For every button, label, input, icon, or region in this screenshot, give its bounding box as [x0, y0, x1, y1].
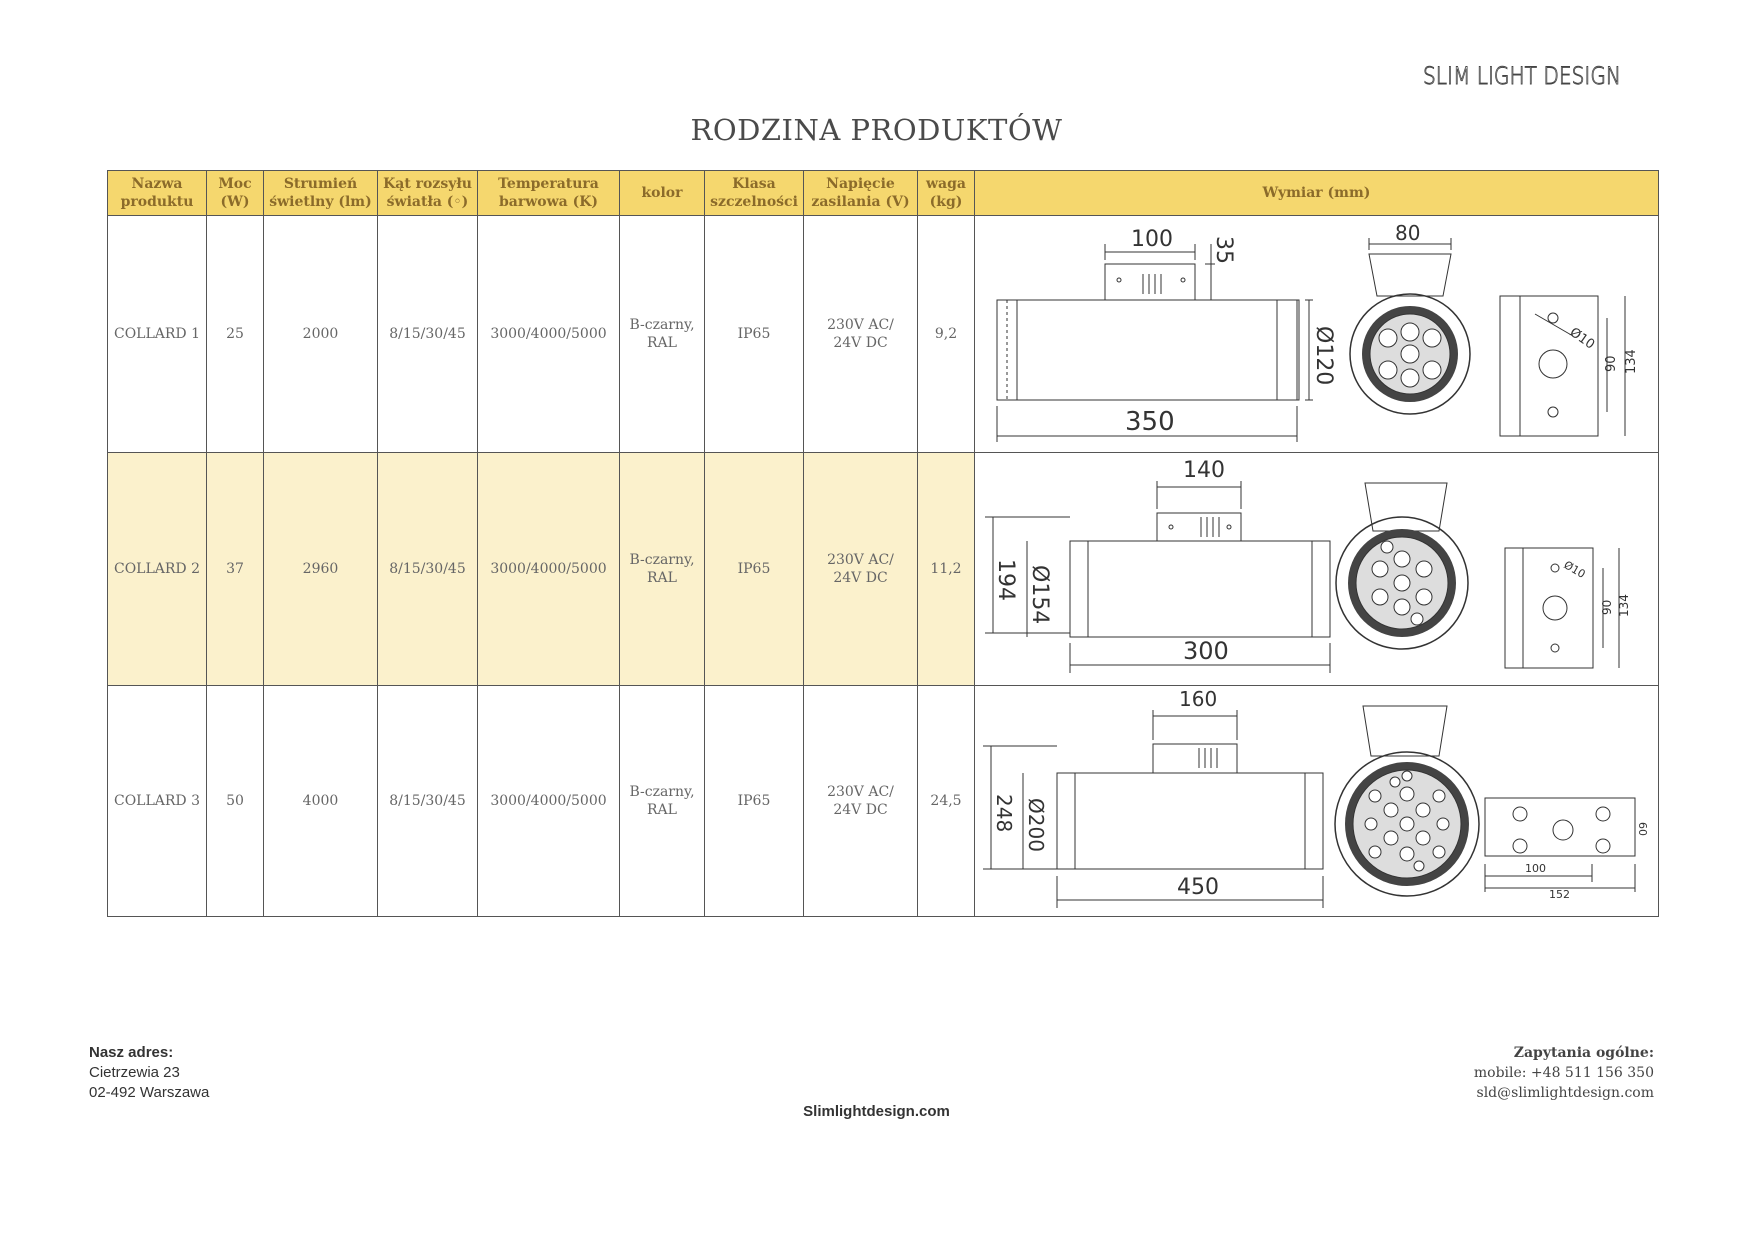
cell-voltage: 230V AC/24V DC [803, 685, 918, 917]
dim-bracket-height: 60 [1636, 822, 1649, 836]
dim-front-width: 80 [1395, 221, 1420, 245]
brand-logo: SLIM LIGHT DESIGN [1423, 62, 1621, 91]
cell-ip: IP65 [704, 452, 804, 686]
cell-flux: 2000 [263, 215, 378, 453]
cell-angle: 8/15/30/45 [377, 452, 478, 686]
address-line-1: Cietrzewia 23 [89, 1064, 180, 1081]
footer-address: Nasz adres: Cietrzewia 23 02-492 Warszaw… [89, 1043, 209, 1103]
cell-temp: 3000/4000/5000 [477, 215, 620, 453]
cell-weight: 11,2 [917, 452, 975, 686]
dim-length: 450 [1177, 875, 1219, 900]
technical-drawing-collard-3: 160 248 Ø200 450 [983, 687, 1649, 908]
cell-flux: 4000 [263, 685, 378, 917]
dim-outer-height: 248 [992, 794, 1016, 832]
dim-side-height: 35 [1211, 236, 1236, 264]
header-color: kolor [619, 170, 705, 216]
brand-logo-text: SLIM LIGHT DESIGN [1423, 62, 1621, 90]
dim-diameter: Ø154 [1027, 565, 1052, 624]
dim-length: 300 [1183, 637, 1229, 665]
cell-voltage: 230V AC/24V DC [803, 215, 918, 453]
table-row: COLLARD 2 37 2960 8/15/30/45 3000/4000/5… [107, 452, 1659, 686]
header-weight: waga(kg) [917, 170, 975, 216]
header-dims: Wymiar (mm) [974, 170, 1659, 216]
website-link[interactable]: Slimlightdesign.com [803, 1103, 950, 1120]
contact-heading: Zapytania ogólne: [1513, 1045, 1654, 1061]
address-line-2: 02-492 Warszawa [89, 1084, 210, 1101]
dim-height-1: 90 [1604, 355, 1619, 372]
page-title: RODZINA PRODUKTÓW [690, 113, 1063, 147]
cell-color: B-czarny,RAL [619, 452, 705, 686]
dim-hole: Ø10 [1562, 558, 1588, 581]
cell-dimensions: 100 35 Ø120 350 80 [974, 215, 1659, 453]
dim-height-1: 90 [1600, 600, 1614, 615]
cell-ip: IP65 [704, 685, 804, 917]
dim-outer-height: 194 [993, 559, 1018, 601]
cell-power: 25 [206, 215, 264, 453]
footer-contact: Zapytania ogólne: mobile: +48 511 156 35… [1474, 1043, 1654, 1103]
contact-email[interactable]: sld@slimlightdesign.com [1476, 1085, 1654, 1101]
cell-angle: 8/15/30/45 [377, 685, 478, 917]
cell-name: COLLARD 2 [107, 452, 207, 686]
dim-height-2: 134 [1617, 594, 1631, 617]
cell-temp: 3000/4000/5000 [477, 685, 620, 917]
contact-mobile[interactable]: mobile: +48 511 156 350 [1473, 1065, 1654, 1081]
cell-dimensions: 160 248 Ø200 450 [974, 685, 1659, 917]
cell-voltage: 230V AC/24V DC [803, 452, 918, 686]
cell-name: COLLARD 1 [107, 215, 207, 453]
cell-weight: 9,2 [917, 215, 975, 453]
dim-top-width: 140 [1183, 458, 1225, 483]
cell-weight: 24,5 [917, 685, 975, 917]
cell-flux: 2960 [263, 452, 378, 686]
dim-length: 350 [1125, 407, 1175, 437]
dim-bracket-width-2: 152 [1549, 888, 1570, 901]
dim-hole: Ø10 [1567, 325, 1598, 353]
cell-name: COLLARD 3 [107, 685, 207, 917]
cell-color: B-czarny,RAL [619, 685, 705, 917]
dim-bracket-width-1: 100 [1525, 862, 1546, 875]
cell-ip: IP65 [704, 215, 804, 453]
technical-drawing-collard-1: 100 35 Ø120 350 80 [996, 221, 1639, 442]
address-heading: Nasz adres: [89, 1044, 174, 1061]
cell-power: 50 [206, 685, 264, 917]
table-row: COLLARD 3 50 4000 8/15/30/45 3000/4000/5… [107, 685, 1659, 917]
dim-diameter: Ø120 [1311, 326, 1336, 385]
cell-angle: 8/15/30/45 [377, 215, 478, 453]
technical-drawing-collard-2: 140 194 Ø154 300 [985, 458, 1631, 673]
dim-top-width: 100 [1131, 227, 1173, 252]
table-row: COLLARD 1 25 2000 8/15/30/45 3000/4000/5… [107, 215, 1659, 453]
cell-power: 37 [206, 452, 264, 686]
dim-diameter: Ø200 [1024, 798, 1048, 852]
header-power: Moc(W) [206, 170, 264, 216]
cell-temp: 3000/4000/5000 [477, 452, 620, 686]
cell-dimensions: 140 194 Ø154 300 [974, 452, 1659, 686]
dim-top-width: 160 [1179, 687, 1217, 711]
cell-color: B-czarny,RAL [619, 215, 705, 453]
dim-height-2: 134 [1624, 349, 1639, 374]
